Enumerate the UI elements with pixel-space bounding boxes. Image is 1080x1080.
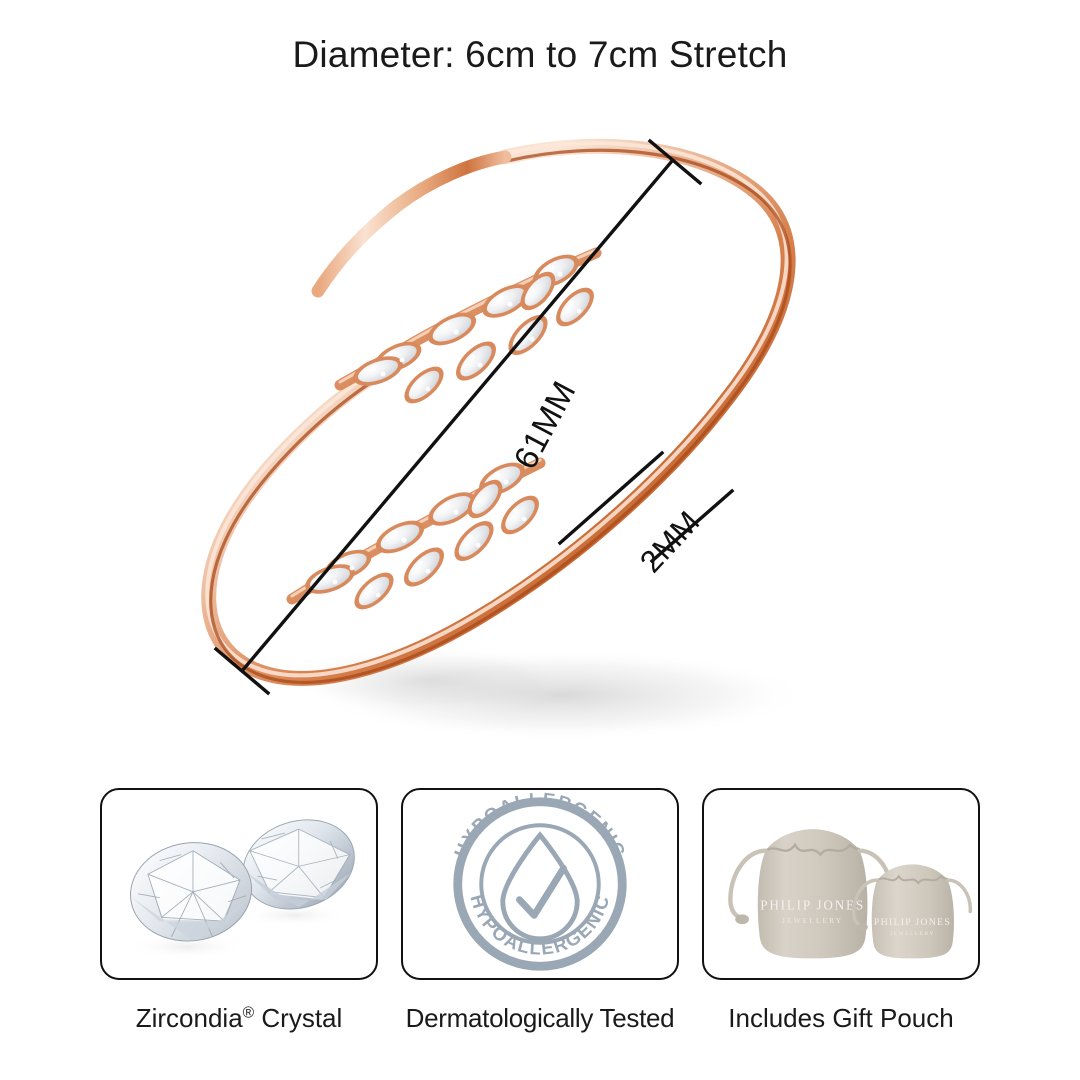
svg-text:PHILIP JONES: PHILIP JONES bbox=[760, 897, 865, 912]
caption-zircondia-suffix: Crystal bbox=[254, 1003, 343, 1033]
leaf-sprig-bottom bbox=[286, 457, 546, 610]
svg-text:PHILIP JONES: PHILIP JONES bbox=[874, 917, 951, 928]
feature-panel-dermatologically-tested: HYPOALLERGENIC HYPOALLERGENIC bbox=[401, 788, 679, 980]
dimension-61mm bbox=[213, 138, 703, 696]
two-brilliant-cut-crystals-icon bbox=[126, 819, 355, 960]
leaf-sprig-top bbox=[334, 247, 602, 404]
svg-text:JEWELLERY: JEWELLERY bbox=[890, 931, 935, 937]
feature-panel-zircondia-crystal bbox=[100, 788, 378, 980]
product-hero bbox=[0, 95, 1080, 775]
feature-panel-includes-gift-pouch: PHILIP JONES JEWELLERY PHILIP JONES JEWE… bbox=[702, 788, 980, 980]
caption-includes-gift-pouch: Includes Gift Pouch bbox=[728, 1003, 954, 1033]
page-title: Diameter: 6cm to 7cm Stretch bbox=[292, 34, 788, 75]
registered-mark-icon: ® bbox=[242, 1004, 255, 1022]
feature-panels: HYPOALLERGENIC HYPOALLERGENIC bbox=[0, 788, 1080, 1003]
caption-dermatologically-tested: Dermatologically Tested bbox=[405, 1003, 675, 1033]
bangle-band bbox=[201, 138, 796, 686]
two-drawstring-pouches-icon: PHILIP JONES JEWELLERY PHILIP JONES JEWE… bbox=[728, 829, 973, 959]
caption-zircondia-prefix: Zircondia bbox=[135, 1003, 243, 1033]
caption-zircondia-crystal: Zircondia® Crystal bbox=[100, 1003, 378, 1034]
dimension-2mm bbox=[557, 450, 735, 564]
feature-captions: Zircondia® Crystal Dermatologically Test… bbox=[0, 1003, 1080, 1050]
hypoallergenic-seal-icon: HYPOALLERGENIC HYPOALLERGENIC bbox=[450, 790, 629, 971]
svg-text:JEWELLERY: JEWELLERY bbox=[782, 916, 843, 925]
